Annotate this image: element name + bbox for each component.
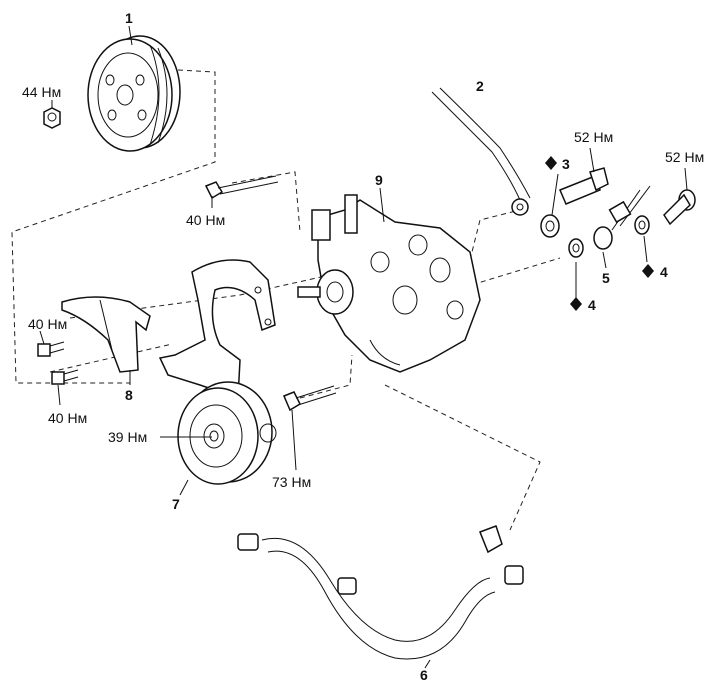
bolt-73nm xyxy=(283,385,337,412)
diamond-marker-3 xyxy=(545,156,557,170)
banjo-bolt-52nm-left xyxy=(559,167,609,205)
torque-label-40nm-mid: 40 Нм xyxy=(28,316,67,332)
seal-part-3 xyxy=(540,214,560,238)
assembly-dashed-lines xyxy=(11,69,561,531)
pump-part-9 xyxy=(297,194,481,373)
pulley-part-1 xyxy=(87,35,181,152)
pressure-hose-part-2 xyxy=(431,87,531,216)
bolt-40nm-small-1 xyxy=(37,341,65,357)
callout-9: 9 xyxy=(375,172,383,188)
callout-4-right: 4 xyxy=(660,264,668,280)
diamond-markers xyxy=(545,156,654,311)
callout-3: 3 xyxy=(562,156,570,172)
shield-part-8 xyxy=(61,296,151,373)
callout-2: 2 xyxy=(476,78,484,94)
return-hose-part-6 xyxy=(237,525,524,660)
diamond-marker-4-lower xyxy=(570,297,582,311)
washer-part-4-lower xyxy=(568,238,584,258)
torque-label-73nm: 73 Нм xyxy=(272,474,311,490)
callout-5: 5 xyxy=(602,270,610,286)
torque-label-39nm: 39 Нм xyxy=(108,429,147,445)
callout-7: 7 xyxy=(172,496,180,512)
callout-4-lower: 4 xyxy=(588,297,596,313)
torque-label-40nm-bottom: 40 Нм xyxy=(48,410,87,426)
nut-44nm xyxy=(43,107,61,129)
torque-label-44nm: 44 Нм xyxy=(22,84,61,100)
torque-label-40nm-top: 40 Нм xyxy=(186,212,225,228)
tensioner-pulley-part-7 xyxy=(177,381,277,485)
bolt-40nm-long xyxy=(204,175,279,200)
callout-6: 6 xyxy=(420,667,428,683)
washer-part-4-right xyxy=(634,215,650,235)
torque-label-52nm-right: 52 Нм xyxy=(665,149,704,165)
union-part-5 xyxy=(593,185,651,250)
bolt-40nm-small-2 xyxy=(51,369,79,385)
diamond-marker-4-right xyxy=(642,264,654,278)
leader-lines xyxy=(39,25,688,669)
torque-label-52nm-left: 52 Нм xyxy=(574,129,613,145)
callout-1: 1 xyxy=(125,10,133,26)
callout-8: 8 xyxy=(125,387,133,403)
banjo-bolt-52nm-right xyxy=(663,189,696,226)
pump-bracket xyxy=(158,259,276,400)
